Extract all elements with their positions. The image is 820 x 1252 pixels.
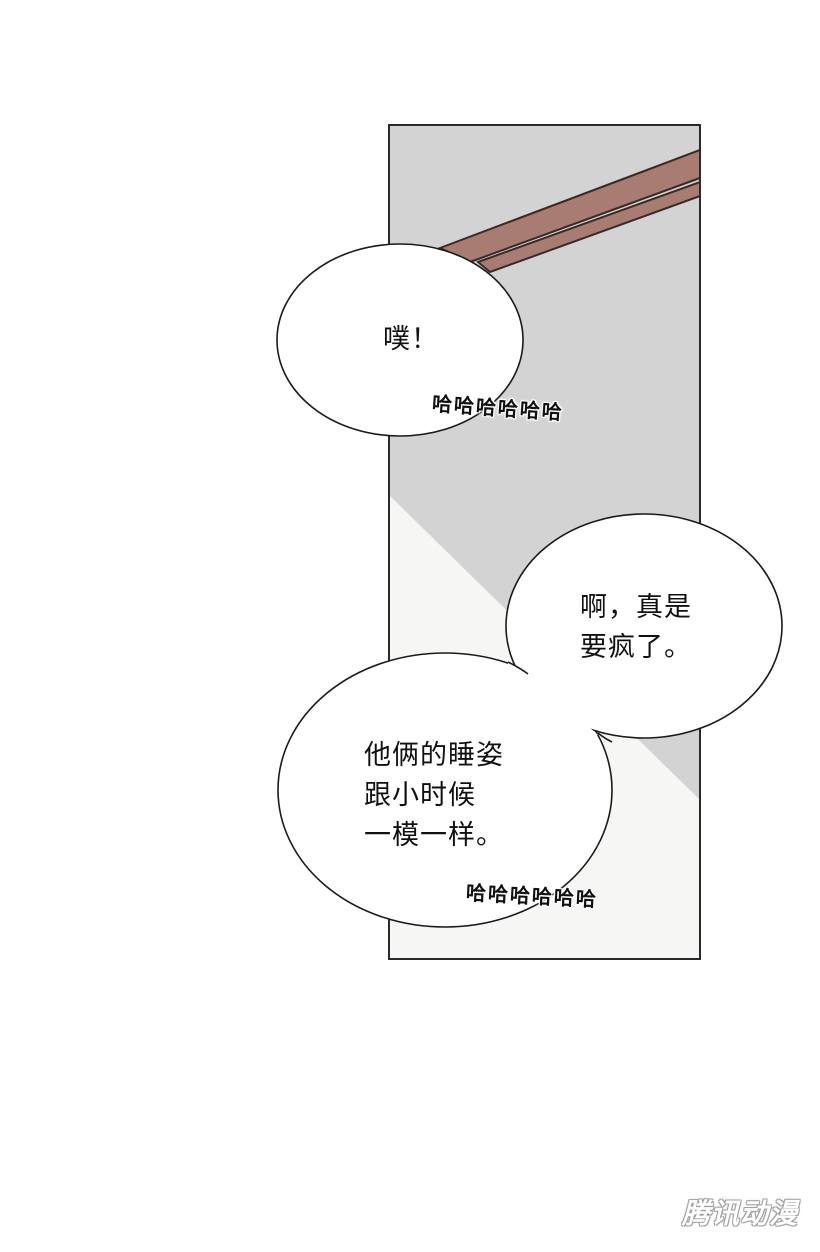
bubble-join [508, 660, 598, 745]
bubble-crazy-text: 啊，真是 要疯了。 [580, 592, 692, 663]
speech-bubble-sleep [277, 652, 613, 928]
bubble-pu-text: 噗！ [383, 324, 439, 355]
bubble-join-outline [507, 661, 613, 743]
bubble-sleep-text: 他俩的睡姿 跟小时候 一模一样。 [364, 740, 504, 851]
speech-bubble-crazy [505, 513, 783, 739]
watermark-logo: 腾讯动漫 [681, 1197, 798, 1230]
speech-bubble-pu [276, 243, 524, 437]
